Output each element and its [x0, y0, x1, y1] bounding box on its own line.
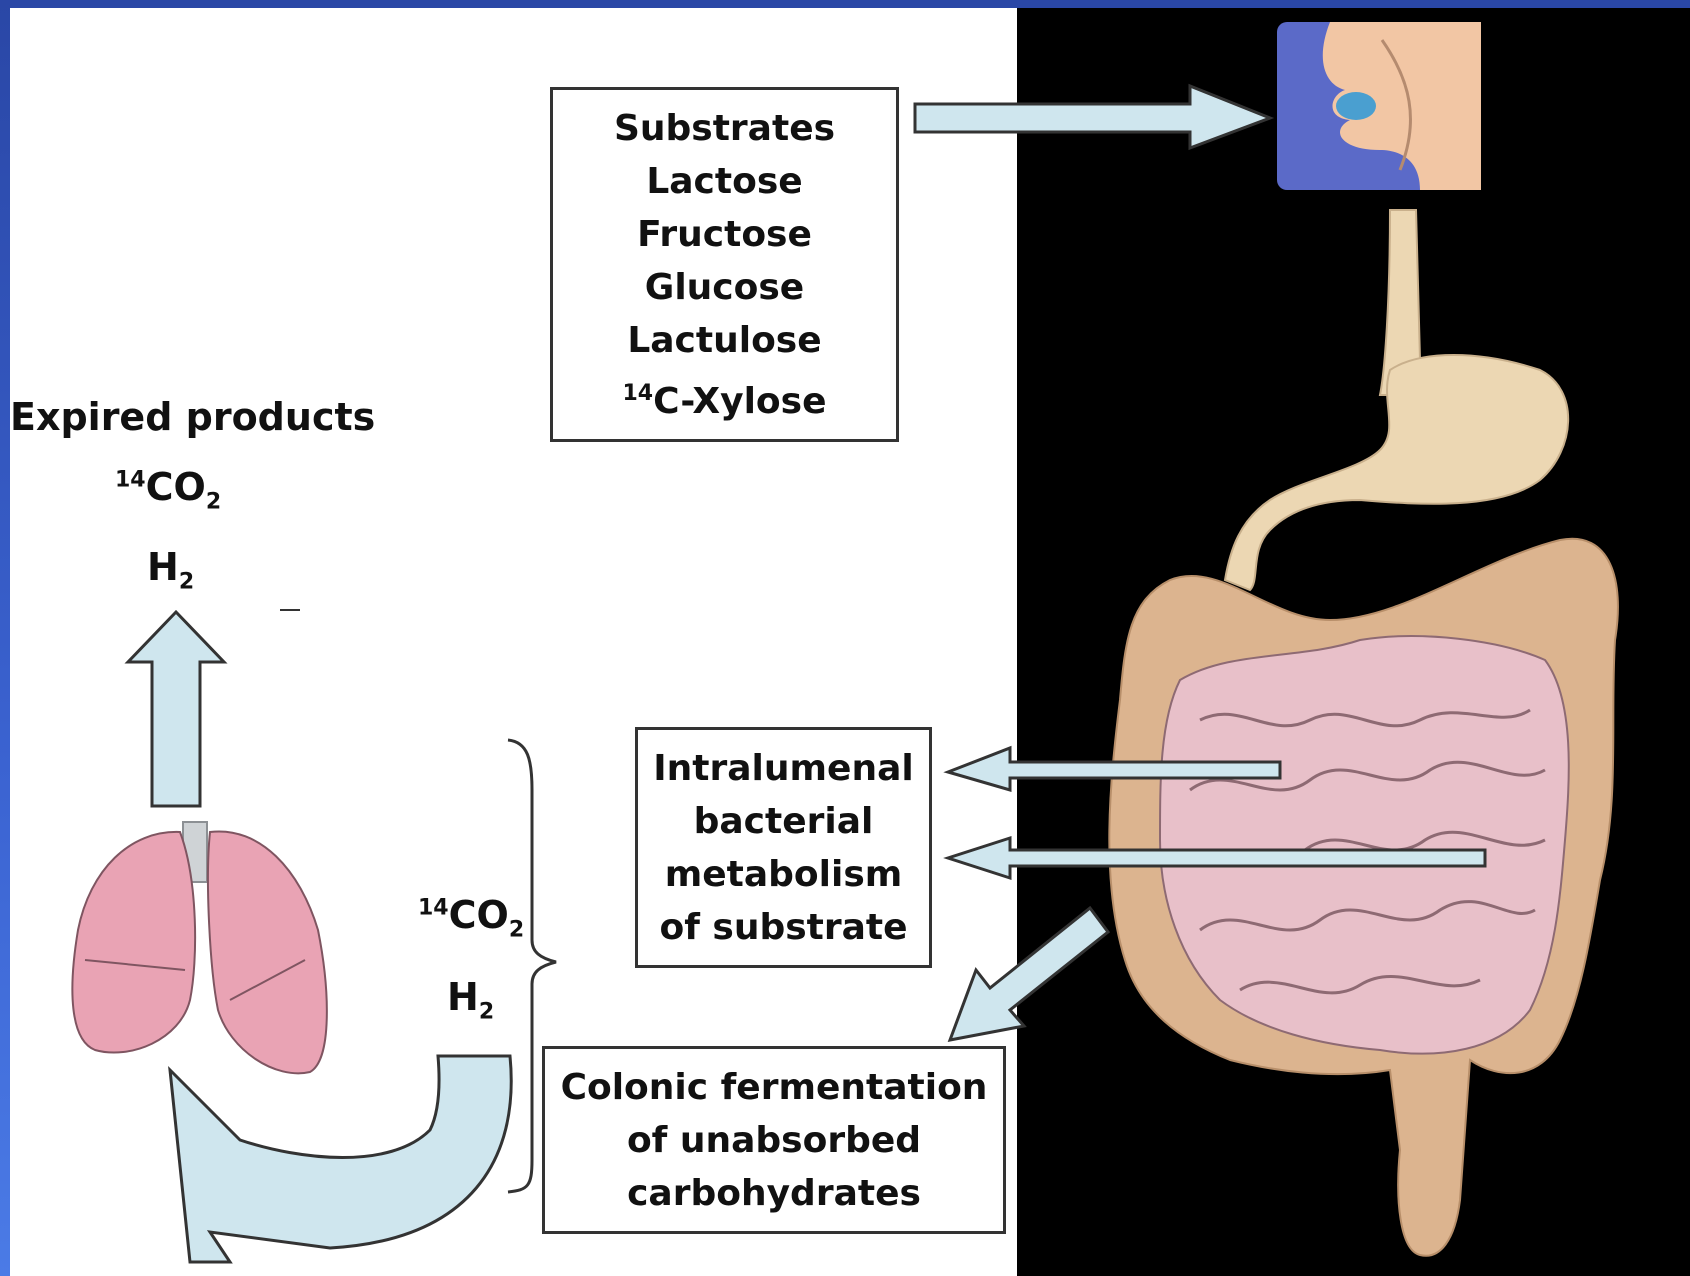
colonic-line-1: Colonic fermentation — [561, 1061, 988, 1114]
substrate-glucose: Glucose — [645, 261, 804, 314]
intralumenal-line-2: bacterial — [694, 795, 874, 848]
intralumenal-line-1: Intralumenal — [653, 742, 913, 795]
substrate-lactulose: Lactulose — [627, 314, 821, 367]
intralumenal-box: Intralumenal bacterial metabolism of sub… — [635, 727, 932, 968]
colonic-line-2: of unabsorbed — [627, 1114, 921, 1167]
intralumenal-line-3: metabolism — [665, 848, 903, 901]
intralumenal-line-4: of substrate — [659, 901, 907, 954]
breath-h2-label: H2 — [447, 975, 494, 1025]
expired-h2-label: H2 — [147, 545, 194, 595]
colonic-line-3: carbohydrates — [627, 1167, 921, 1220]
expired-co2-label: 14CO2 — [115, 465, 221, 515]
substrates-heading: Substrates — [614, 102, 835, 155]
substrates-box: Substrates Lactose Fructose Glucose Lact… — [550, 87, 899, 442]
substrate-xylose: 14C-Xylose — [622, 367, 826, 428]
breath-co2-label: 14CO2 — [418, 893, 524, 943]
expired-products-heading: Expired products — [10, 395, 350, 439]
substrate-fructose: Fructose — [637, 208, 812, 261]
substrate-lactose: Lactose — [646, 155, 802, 208]
colonic-box: Colonic fermentation of unabsorbed carbo… — [542, 1046, 1006, 1234]
mouth-illustration — [1277, 22, 1481, 190]
